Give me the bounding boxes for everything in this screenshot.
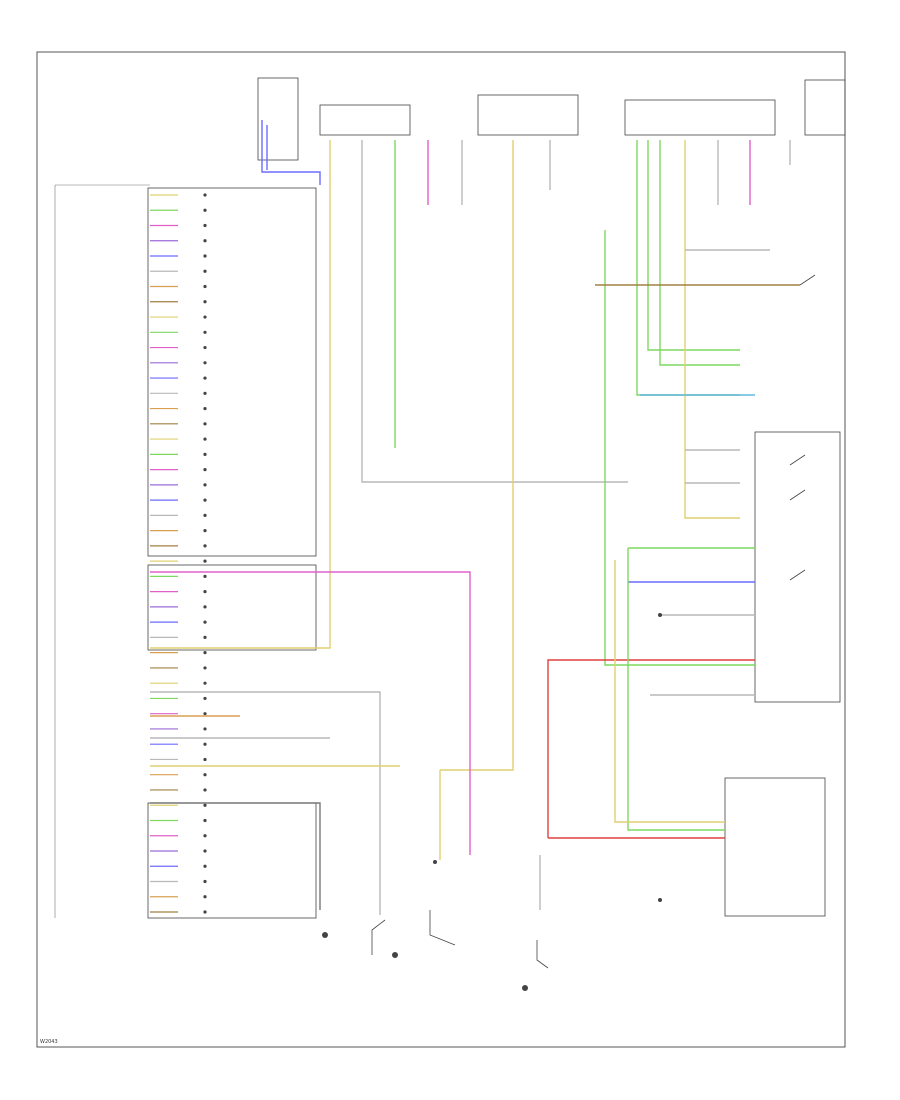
pin-connector-dot <box>203 696 207 701</box>
pin-connector-dot <box>203 239 207 243</box>
wire-green-right-3 <box>659 140 740 366</box>
pin-connector-dot <box>203 864 207 868</box>
switch-2 <box>429 910 456 946</box>
panel-switch-2 <box>789 489 806 501</box>
ground-symbol-2 <box>392 952 398 958</box>
wire-network <box>150 120 800 915</box>
cluster-sub-block-1 <box>147 187 317 557</box>
pin-connector-dot <box>203 803 207 807</box>
pin-connector-dot <box>203 895 207 899</box>
cluster-pin-rows <box>150 193 207 914</box>
pin-connector-dot <box>203 467 207 472</box>
top-modules <box>257 77 846 161</box>
pin-connector-dot <box>203 818 207 823</box>
pin-connector-dot <box>203 666 207 670</box>
pin-connector-dot <box>203 605 207 609</box>
wire-yellow-right <box>684 140 740 519</box>
pin-connector-dot <box>203 757 207 762</box>
pin-connector-dot <box>203 879 207 884</box>
wire-pink-mid <box>150 571 471 855</box>
pin-connector-dot <box>203 269 207 273</box>
pin-connector-dot <box>203 773 207 777</box>
pin-connector-dot <box>203 193 207 197</box>
switch-1 <box>371 919 386 955</box>
wire-blue-1 <box>261 120 321 185</box>
pin-connector-dot <box>203 223 207 228</box>
pin-connector-dot <box>203 330 207 334</box>
top-module-b <box>319 104 411 136</box>
diagram-frame <box>36 51 846 1048</box>
pin-connector-dot <box>203 712 207 716</box>
pin-connector-dot <box>203 254 207 258</box>
pin-connector-dot <box>203 849 207 853</box>
top-module-d <box>624 99 776 136</box>
wire-red-long <box>547 659 755 838</box>
pin-connector-dot <box>203 529 207 533</box>
pin-connector-dot <box>203 345 207 350</box>
pin-connector-dot <box>203 574 207 578</box>
pin-connector-dot <box>203 315 207 319</box>
footer-code: W2043 <box>40 1039 58 1045</box>
pin-connector-dot <box>203 635 207 640</box>
pin-connector-dot <box>203 361 207 365</box>
pin-connector-dot <box>203 727 207 731</box>
connector-dot-2 <box>658 613 662 617</box>
instrument-cluster-connector <box>54 184 317 919</box>
switch-3 <box>536 940 549 969</box>
top-module-e <box>804 79 846 136</box>
pin-connector-dot <box>203 498 207 502</box>
bottom-components <box>322 613 662 991</box>
top-module-c <box>477 94 579 136</box>
panel-switches <box>789 274 816 581</box>
wire-gray-bottom <box>150 802 321 910</box>
pin-connector-dot <box>203 513 207 517</box>
ground-symbol-1 <box>322 932 328 938</box>
wire-green-right-2 <box>647 140 740 351</box>
pin-connector-dot <box>203 300 207 304</box>
wire-green-to-panel <box>627 548 725 831</box>
pin-connector-dot <box>203 452 207 456</box>
pin-connector-dot <box>203 620 207 624</box>
right-modules <box>724 431 841 917</box>
top-module-a <box>257 77 299 161</box>
pin-connector-dot <box>203 208 207 212</box>
wire-green-right-1 <box>636 140 740 396</box>
pin-connector-dot <box>203 406 207 411</box>
connector-dot-3 <box>658 898 662 902</box>
pin-connector-dot <box>203 788 207 792</box>
top-right-switch <box>799 274 816 286</box>
pin-connector-dot <box>203 681 207 685</box>
instrument-panel-module <box>754 431 841 703</box>
cluster-sub-block-2 <box>147 564 317 651</box>
pin-connector-dot <box>203 376 207 380</box>
wire-yellow-main <box>150 140 331 649</box>
panel-switch-3 <box>789 569 806 581</box>
connector-dot-1 <box>433 860 437 864</box>
pin-connector-dot <box>203 651 207 655</box>
wire-yellow-to-panel <box>614 560 725 823</box>
pin-connector-dot <box>203 391 207 395</box>
ground-symbol-3 <box>522 985 528 991</box>
pin-connector-dot <box>203 910 207 914</box>
wire-yellow-center <box>440 140 514 771</box>
pin-connector-dot <box>203 422 207 426</box>
pin-connector-dot <box>203 284 207 289</box>
pin-connector-dot <box>203 590 207 594</box>
steering-control-panel <box>724 777 826 917</box>
pin-connector-dot <box>203 742 207 746</box>
wire-gray-mid <box>150 691 381 915</box>
pin-connector-dot <box>203 834 207 838</box>
wire-gray-1 <box>361 140 628 483</box>
pin-connector-dot <box>203 437 207 441</box>
pin-connector-dot <box>203 544 207 548</box>
pin-connector-dot <box>203 483 207 487</box>
wire-green-long <box>604 230 755 666</box>
pin-connector-dot <box>203 559 207 563</box>
panel-switch-1 <box>789 454 806 466</box>
